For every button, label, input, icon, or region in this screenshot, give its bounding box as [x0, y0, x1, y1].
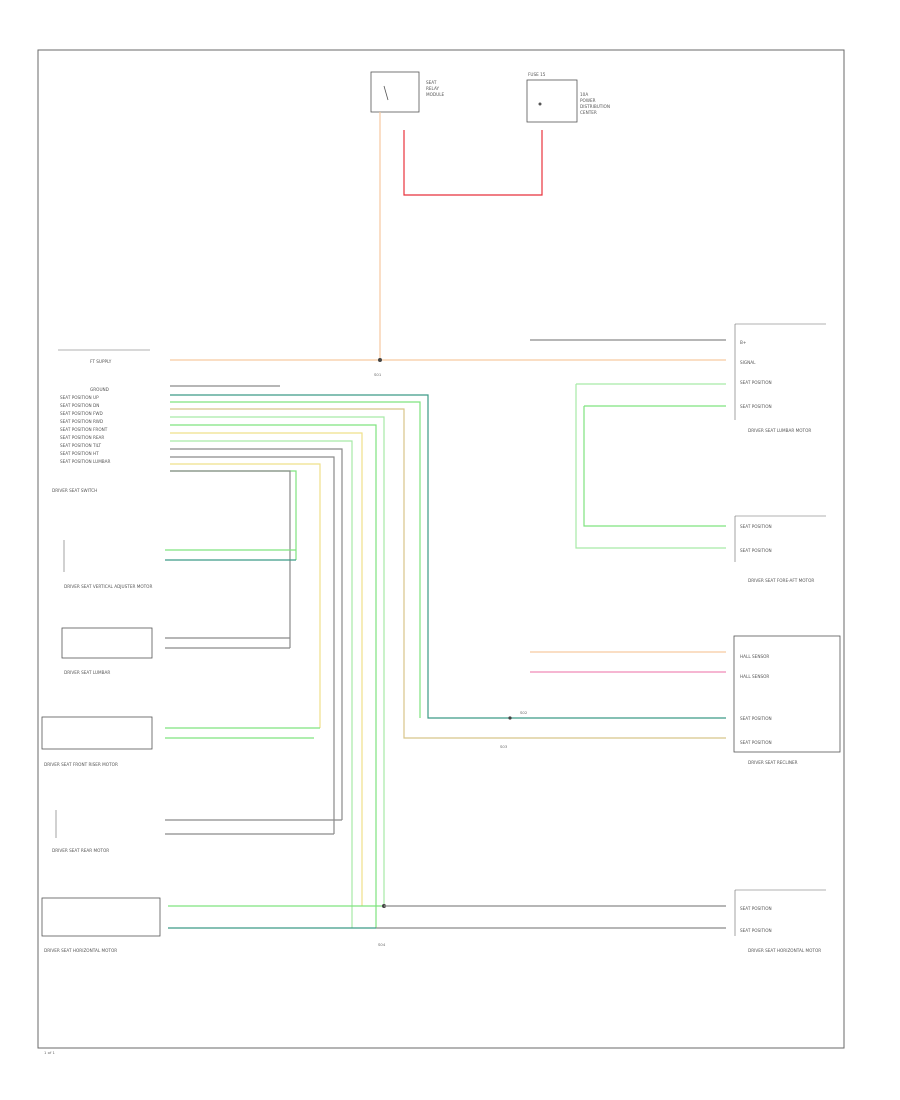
svg-text:RELAY: RELAY [426, 86, 440, 91]
wire-red-fuse-feed [403, 130, 543, 196]
diagram-frame [37, 49, 845, 1049]
svg-text:POWER: POWER [580, 98, 596, 103]
svg-text:SEAT POSITION FWD: SEAT POSITION FWD [60, 411, 103, 416]
svg-text:DISTRIBUTION: DISTRIBUTION [580, 104, 610, 109]
svg-text:DRIVER SEAT HORIZONTAL MOTOR: DRIVER SEAT HORIZONTAL MOTOR [748, 948, 821, 953]
wire-black-c [170, 470, 291, 648]
svg-text:FUSE 15: FUSE 15 [528, 72, 546, 77]
svg-text:DRIVER SEAT HORIZONTAL MOTOR: DRIVER SEAT HORIZONTAL MOTOR [44, 948, 117, 953]
svg-text:FT SUPPLY: FT SUPPLY [90, 359, 112, 364]
wire-black-a [170, 448, 343, 820]
wire-teal-up [170, 394, 726, 719]
splice-s01 [378, 358, 382, 362]
svg-text:SEAT POSITION: SEAT POSITION [740, 740, 772, 745]
svg-text:DRIVER SEAT LUMBAR: DRIVER SEAT LUMBAR [64, 670, 110, 675]
svg-text:DRIVER SEAT LUMBAR MOTOR: DRIVER SEAT LUMBAR MOTOR [748, 428, 811, 433]
wire-green-lumbar-2 [583, 405, 726, 527]
wire-green-c [170, 440, 353, 928]
vertical-adjuster-motor: DRIVER SEAT VERTICAL ADJUSTER MOTOR [63, 540, 296, 589]
svg-text:MODULE: MODULE [426, 92, 445, 97]
wire-green-d [170, 470, 297, 560]
footer-text: 1 of 1 [44, 1050, 55, 1055]
svg-text:SEAT POSITION LUMBAR: SEAT POSITION LUMBAR [60, 459, 111, 464]
rear-motor: DRIVER SEAT REAR MOTOR [52, 810, 342, 853]
svg-text:S04: S04 [378, 942, 386, 947]
svg-text:SEAT POSITION UP: SEAT POSITION UP [60, 395, 99, 400]
svg-text:DRIVER SEAT REAR MOTOR: DRIVER SEAT REAR MOTOR [52, 848, 109, 853]
svg-text:SEAT POSITION TILT: SEAT POSITION TILT [60, 443, 102, 448]
svg-text:SEAT POSITION: SEAT POSITION [740, 716, 772, 721]
seat-relay-module: SEAT RELAY MODULE [370, 71, 445, 113]
horizontal-motor-right: SEAT POSITION SEAT POSITION DRIVER SEAT … [734, 889, 826, 953]
svg-text:SEAT POSITION REAR: SEAT POSITION REAR [60, 435, 104, 440]
svg-text:SEAT: SEAT [426, 80, 437, 85]
svg-text:SEAT POSITION DN: SEAT POSITION DN [60, 403, 99, 408]
svg-text:SEAT POSITION: SEAT POSITION [740, 928, 772, 933]
front-riser-motor: DRIVER SEAT FRONT RISER MOTOR [41, 716, 320, 767]
svg-text:HALL SENSOR: HALL SENSOR [740, 674, 769, 679]
wire-green-lumbar-1 [575, 383, 726, 549]
wire-black-b [170, 456, 335, 834]
svg-text:SEAT POSITION FRONT: SEAT POSITION FRONT [60, 427, 108, 432]
svg-text:SEAT POSITION: SEAT POSITION [740, 548, 772, 553]
svg-text:S01: S01 [374, 372, 382, 377]
wire-tan-fwd [170, 408, 726, 739]
svg-text:DRIVER SEAT VERTICAL ADJUSTER: DRIVER SEAT VERTICAL ADJUSTER MOTOR [64, 584, 152, 589]
svg-text:S03: S03 [500, 744, 508, 749]
svg-text:DRIVER SEAT FRONT RISER MOTOR: DRIVER SEAT FRONT RISER MOTOR [44, 762, 118, 767]
splice-s02 [508, 716, 512, 720]
svg-text:DRIVER SEAT RECLINER: DRIVER SEAT RECLINER [748, 760, 798, 765]
fuse-distribution-center: FUSE 15 10A POWER DISTRIBUTION CENTER [526, 72, 610, 123]
svg-text:S02: S02 [520, 710, 528, 715]
wire-green-dn [170, 401, 421, 718]
svg-text:DRIVER SEAT FORE-AFT MOTOR: DRIVER SEAT FORE-AFT MOTOR [748, 578, 814, 583]
svg-text:SEAT POSITION RWD: SEAT POSITION RWD [60, 419, 103, 424]
recliner-motor: HALL SENSOR HALL SENSOR SEAT POSITION SE… [733, 635, 841, 765]
wire-green-b [170, 424, 377, 928]
svg-text:HALL SENSOR: HALL SENSOR [740, 654, 769, 659]
svg-text:SEAT POSITION: SEAT POSITION [740, 380, 772, 385]
svg-text:SIGNAL: SIGNAL [740, 360, 756, 365]
svg-text:GROUND: GROUND [90, 387, 109, 392]
svg-text:SEAT POSITION HT: SEAT POSITION HT [60, 451, 99, 456]
svg-text:SEAT POSITION: SEAT POSITION [740, 524, 772, 529]
svg-text:DRIVER SEAT SWITCH: DRIVER SEAT SWITCH [52, 488, 97, 493]
wire-green-a [170, 416, 385, 906]
svg-text:CENTER: CENTER [580, 110, 597, 115]
svg-text:SEAT POSITION: SEAT POSITION [740, 404, 772, 409]
driver-seat-switch: DRIVER SEAT SWITCH FT SUPPLY GROUND SEAT… [52, 349, 150, 493]
svg-text:SEAT POSITION: SEAT POSITION [740, 906, 772, 911]
wire-yellow-b [170, 463, 321, 728]
lumbar-motor-left: DRIVER SEAT LUMBAR [61, 627, 290, 675]
horizontal-motor-left: DRIVER SEAT HORIZONTAL MOTOR [41, 897, 384, 953]
svg-text:B+: B+ [740, 340, 747, 345]
fore-aft-motor: SEAT POSITION SEAT POSITION DRIVER SEAT … [734, 515, 826, 583]
svg-text:10A: 10A [580, 92, 588, 97]
wire-yellow-a [170, 432, 363, 906]
lumbar-motor-right: B+ SIGNAL SEAT POSITION SEAT POSITION DR… [734, 323, 826, 433]
